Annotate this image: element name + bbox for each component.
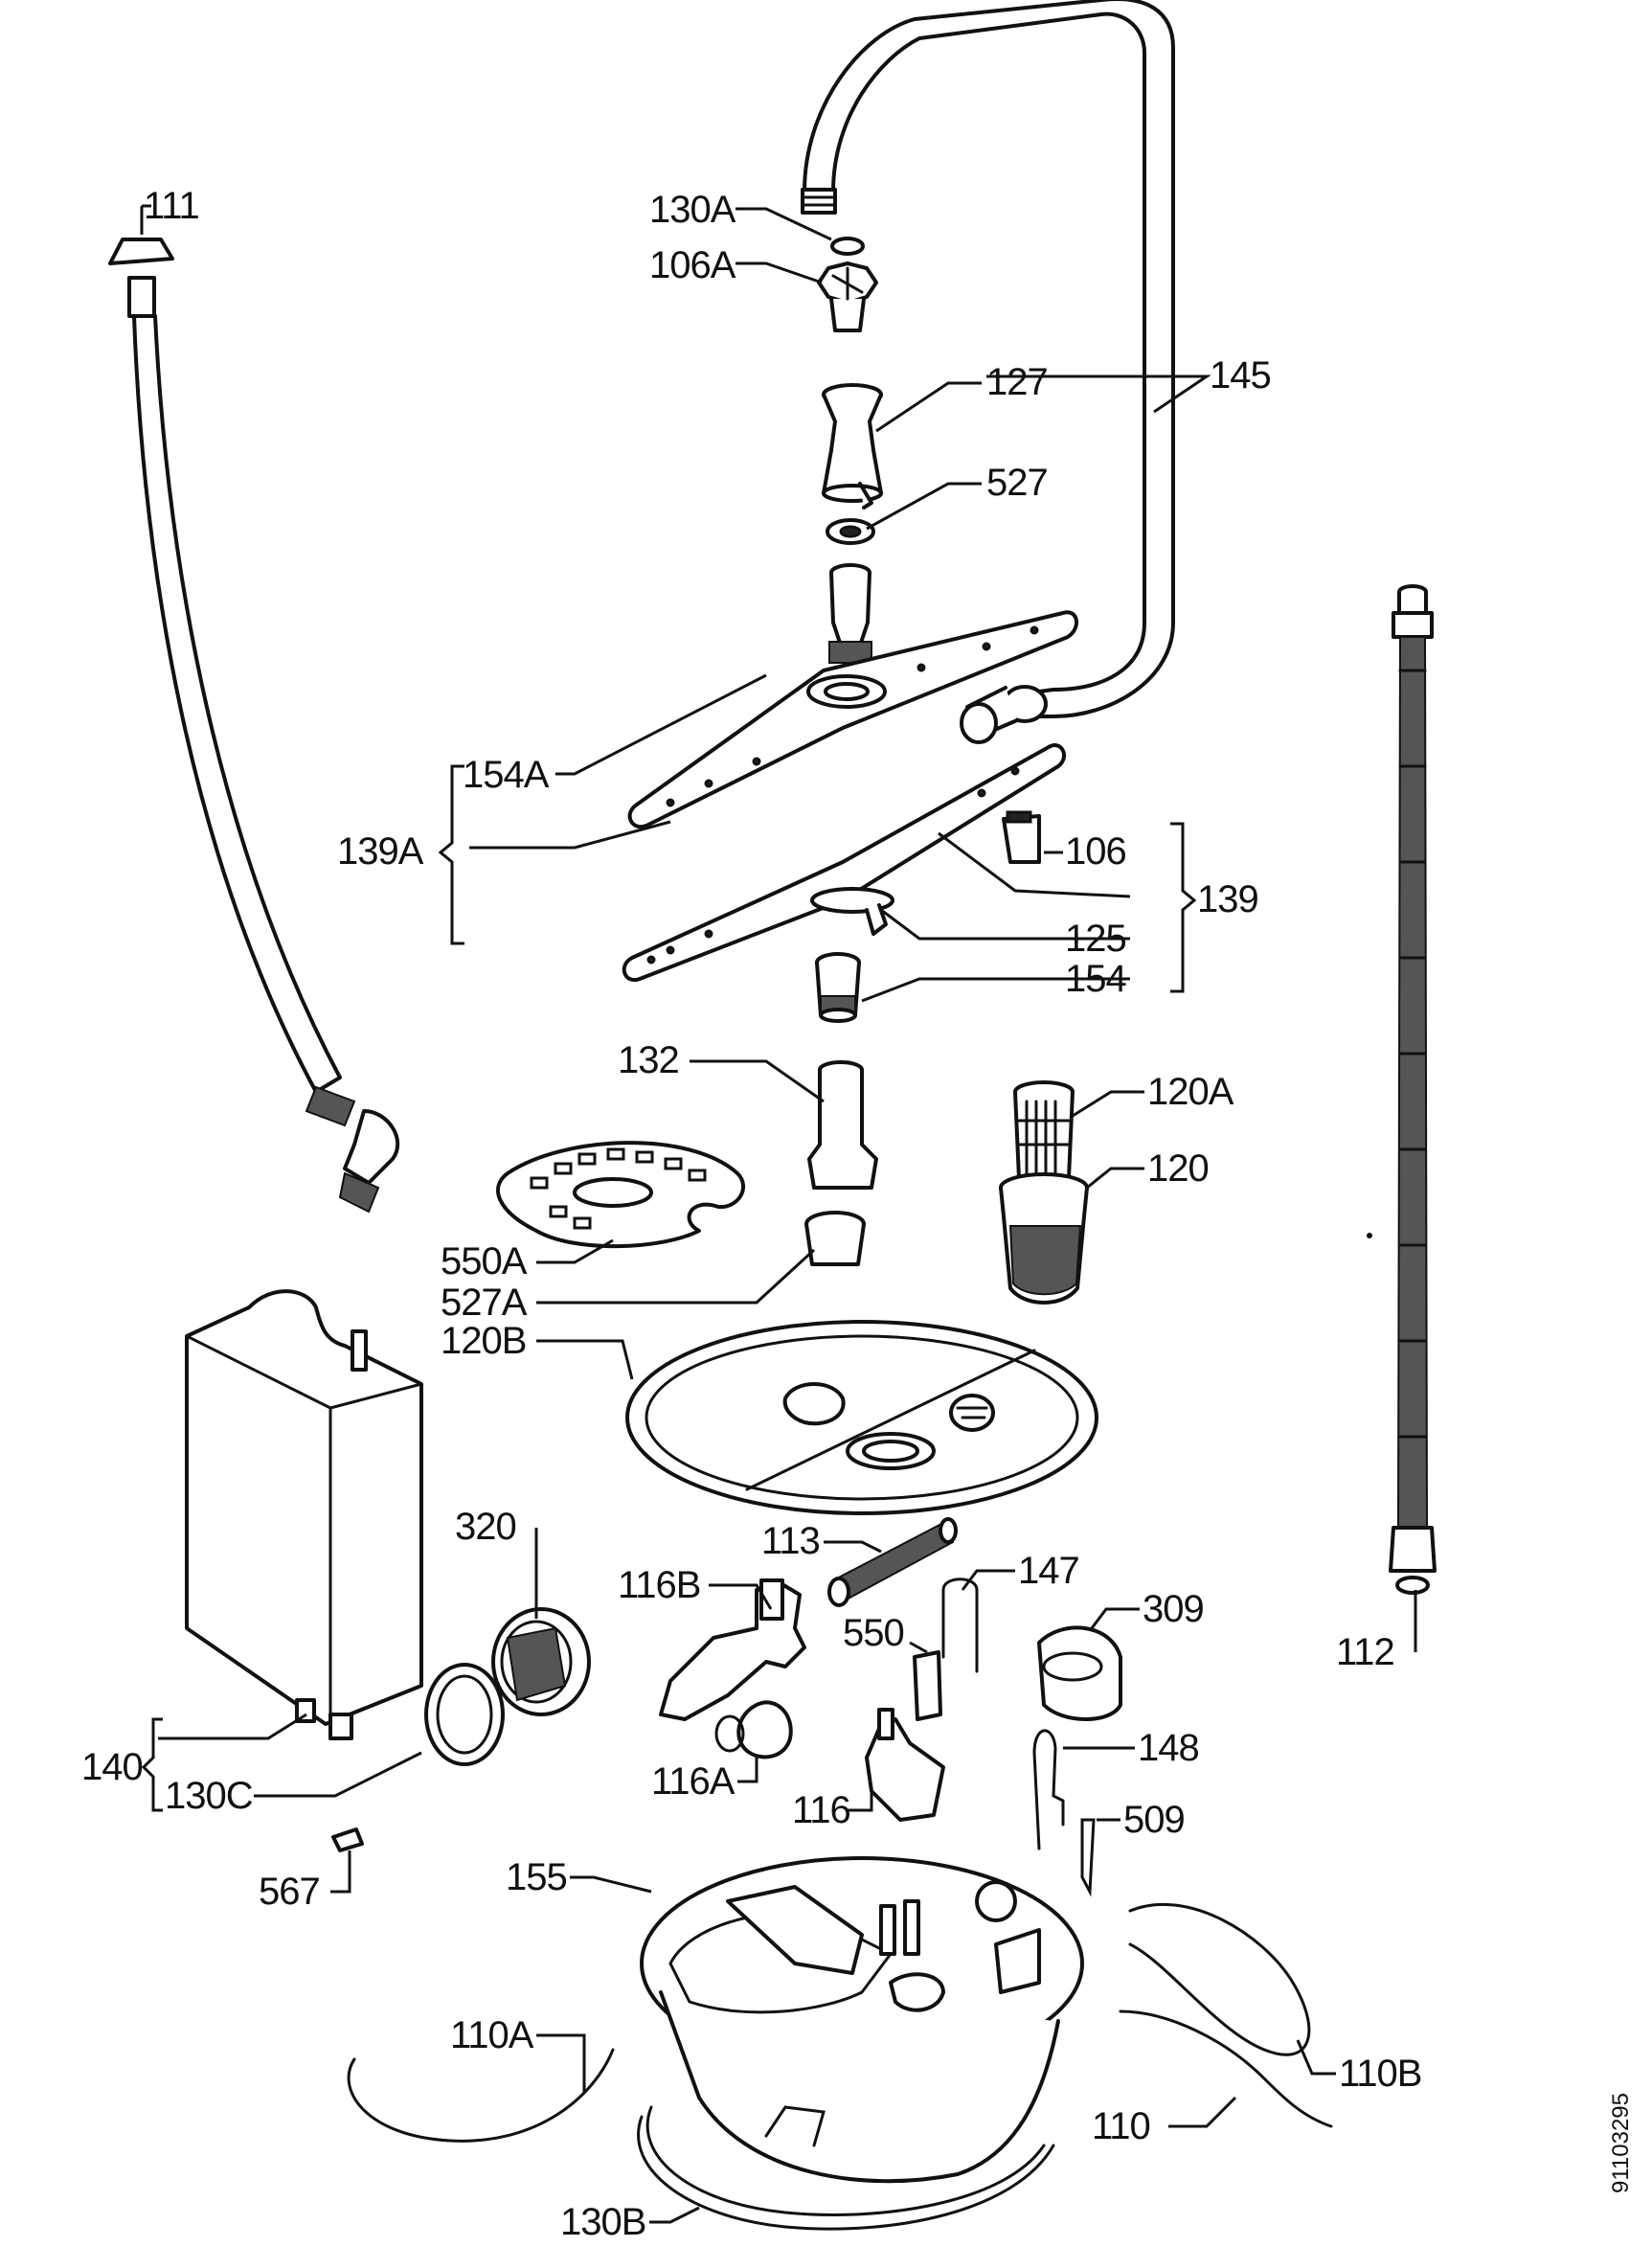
part-112-drain-hose (1389, 584, 1437, 1595)
part-567-clip (331, 1827, 364, 1852)
part-113-hose (827, 1517, 958, 1607)
part-130A-o-ring (830, 237, 865, 256)
label-111: 111 (144, 185, 199, 227)
part-527A-ring (804, 1211, 866, 1266)
label-147: 147 (1018, 1550, 1079, 1592)
label-127: 127 (986, 361, 1048, 403)
part-116B-housing (659, 1578, 806, 1721)
label-110B: 110B (1339, 2053, 1421, 2095)
part-140-water-softener (185, 1289, 423, 1740)
label-154A: 154A (463, 754, 550, 796)
part-155-sump (640, 1856, 1084, 2184)
part-110-hose (1119, 2009, 1333, 2128)
label-130C: 130C (165, 1775, 253, 1817)
label-110A: 110A (450, 2014, 534, 2056)
part-550-block (913, 1650, 942, 1721)
label-527A: 527A (441, 1282, 528, 1324)
label-116: 116 (792, 1789, 850, 1831)
part-120A-fine-filter (1013, 1080, 1075, 1180)
label-130A: 130A (649, 189, 736, 231)
label-567: 567 (259, 1871, 320, 1913)
part-116A-cap (714, 1700, 793, 1759)
label-116A: 116A (651, 1760, 735, 1803)
label-148: 148 (1138, 1727, 1199, 1769)
part-154A-upper-spray-arm (627, 563, 1078, 829)
part-309-cap (1037, 1625, 1122, 1721)
label-113: 113 (761, 1520, 820, 1562)
label-110: 110 (1092, 2105, 1150, 2147)
label-130B: 130B (560, 2201, 645, 2243)
label-120: 120 (1147, 1147, 1209, 1190)
label-509: 509 (1123, 1799, 1185, 1841)
part-509-pin (1080, 1818, 1096, 1897)
label-320: 320 (455, 1506, 516, 1548)
label-139A: 139A (337, 830, 424, 873)
label-309: 309 (1143, 1588, 1204, 1630)
part-125-nut (810, 887, 894, 936)
part-111-inlet-hose (108, 238, 400, 1214)
part-147-bracket (941, 1577, 979, 1673)
part-106A-nut (817, 261, 878, 332)
label-527: 527 (986, 462, 1048, 504)
part-148-spring (1032, 1729, 1065, 1850)
brace-139A (438, 764, 464, 945)
label-112: 112 (1336, 1631, 1394, 1673)
part-120B-filter-plate (625, 1320, 1098, 1515)
part-127-coupling (822, 383, 883, 510)
part-110A-hose (347, 2048, 615, 2143)
part-106-clip (1002, 810, 1041, 864)
part-145-supply-pipe (801, 0, 1175, 744)
part-130B-gasket (637, 2105, 1055, 2231)
label-120B: 120B (441, 1320, 526, 1362)
label-155: 155 (506, 1856, 567, 1898)
label-145: 145 (1210, 354, 1271, 397)
part-130C-seal (424, 1663, 505, 1766)
part-527-seal (826, 518, 875, 545)
label-140: 140 (81, 1746, 143, 1788)
label-106: 106 (1065, 830, 1126, 873)
document-number: 91103295 (1608, 2093, 1634, 2193)
label-550A: 550A (441, 1240, 528, 1282)
part-110B-hose (1128, 1902, 1311, 2056)
label-132: 132 (618, 1039, 679, 1081)
label-116B: 116B (618, 1564, 700, 1606)
part-550A-deflector (496, 1141, 745, 1249)
label-154: 154 (1065, 958, 1126, 1000)
leader-lines (140, 204, 1417, 2224)
part-120-coarse-filter (999, 1172, 1089, 1305)
label-125: 125 (1065, 918, 1126, 960)
label-550: 550 (843, 1612, 904, 1654)
part-116-valve (865, 1708, 945, 1822)
part-132-tube (807, 1060, 878, 1190)
scan-speck (1367, 1233, 1372, 1238)
label-106A: 106A (649, 244, 736, 286)
brace-140 (141, 1717, 163, 1812)
part-139-lower-spray-arm (622, 743, 1066, 983)
label-120A: 120A (1147, 1071, 1234, 1113)
part-154-hub (815, 952, 861, 1023)
label-139: 139 (1197, 878, 1258, 920)
brace-139 (1170, 822, 1197, 993)
part-labels: 111 130A 106A 145 127 527 154A 139A 106 … (81, 185, 1422, 2243)
part-320-cap (491, 1607, 591, 1716)
